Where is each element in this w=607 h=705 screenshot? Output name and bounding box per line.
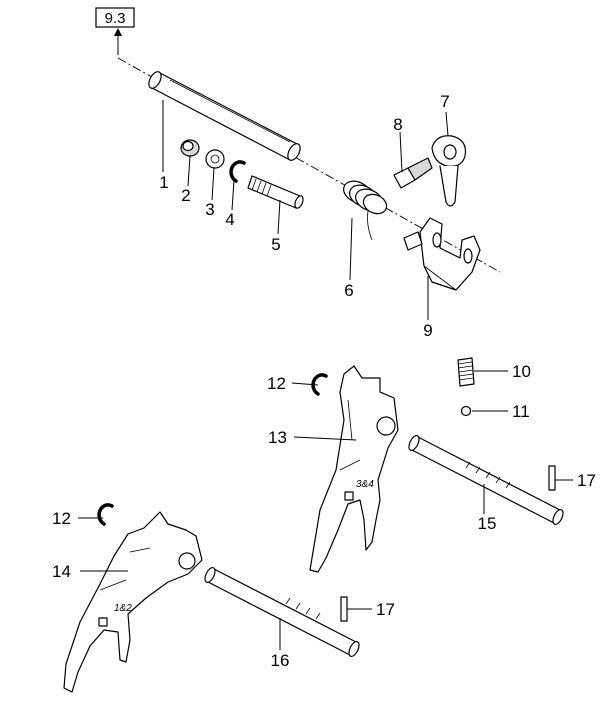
part-16-shift-rod[interactable] [203, 566, 361, 658]
part-4-snap-ring[interactable] [229, 160, 246, 183]
part-14-shift-fork-1-2[interactable]: 1&2 [63, 511, 203, 693]
reference-marker[interactable]: 9.3 [95, 7, 135, 55]
part-11-ball[interactable] [460, 405, 472, 417]
part-2-nut[interactable] [180, 139, 200, 157]
reference-box [95, 7, 135, 28]
leader-lines [78, 100, 573, 650]
callout-12-lower: 12 [52, 509, 71, 528]
part-12-snap-ring-lower[interactable] [97, 503, 114, 526]
part-17-pin-upper[interactable] [548, 465, 556, 491]
part-8-bolt[interactable] [393, 157, 433, 189]
part-9-selector-bracket[interactable] [403, 217, 481, 291]
part-10-spring[interactable] [457, 357, 475, 387]
callout-labels: 1 2 3 4 5 6 7 8 9 10 11 12 13 15 17 12 1… [52, 92, 596, 670]
callout-11: 11 [512, 402, 530, 421]
callout-17-upper: 17 [577, 471, 596, 490]
callout-1: 1 [159, 173, 168, 192]
part-7-lever[interactable] [431, 135, 467, 207]
part-3-washer[interactable] [205, 149, 225, 169]
callout-9: 9 [423, 321, 432, 340]
part-17-pin-lower[interactable] [340, 596, 348, 622]
reference-text: 9.3 [105, 10, 126, 27]
callout-14: 14 [52, 562, 71, 581]
callout-4: 4 [225, 210, 234, 229]
part-12-snap-ring-upper[interactable] [311, 373, 328, 396]
callout-7: 7 [440, 92, 449, 111]
part-15-shift-rod[interactable] [407, 434, 565, 526]
part-6-spring[interactable] [340, 177, 390, 241]
callout-2: 2 [181, 186, 190, 205]
callout-8: 8 [393, 115, 402, 134]
callout-5: 5 [271, 235, 280, 254]
part-13-shift-fork-3-4[interactable]: 3&4 [309, 365, 399, 573]
callout-6: 6 [344, 281, 353, 300]
callout-13: 13 [268, 428, 287, 447]
callout-15: 15 [478, 514, 497, 533]
part-5-pin[interactable] [247, 175, 305, 209]
callout-3: 3 [205, 200, 214, 219]
callout-12-upper: 12 [267, 374, 286, 393]
fork-stamp-1-2: 1&2 [114, 603, 132, 614]
fork-stamp-3-4: 3&4 [356, 479, 374, 490]
callout-17-lower: 17 [376, 600, 395, 619]
reference-arrow-head [114, 28, 122, 36]
part-1-shaft[interactable] [146, 70, 302, 163]
callout-16: 16 [271, 651, 290, 670]
callout-10: 10 [512, 362, 531, 381]
